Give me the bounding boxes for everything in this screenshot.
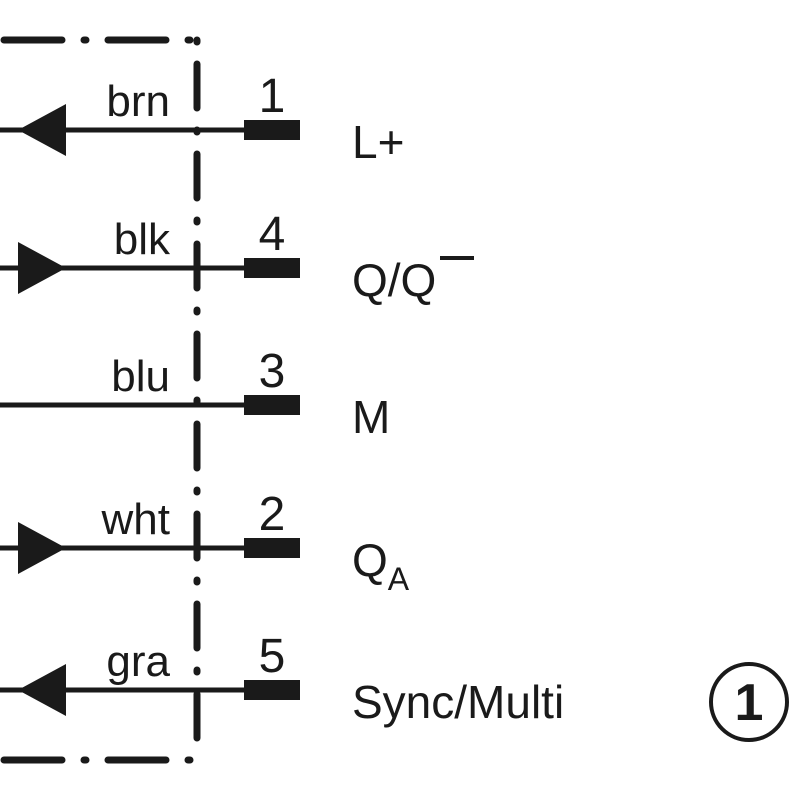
wire-color-label: blu bbox=[111, 352, 170, 401]
pin-terminal bbox=[244, 395, 300, 415]
wire-color-label: gra bbox=[106, 637, 170, 686]
wire-color-label: wht bbox=[101, 495, 170, 544]
signal-main: L+ bbox=[352, 116, 404, 168]
arrow-right-icon bbox=[18, 522, 66, 574]
pin-terminal bbox=[244, 680, 300, 700]
arrow-left-icon bbox=[18, 664, 66, 716]
signal-name: QA bbox=[352, 534, 410, 597]
wire-row-1: brn 1L+ bbox=[0, 70, 404, 168]
wire-row-3: blu 3M bbox=[0, 345, 390, 443]
pin-terminal bbox=[244, 538, 300, 558]
pin-number: 1 bbox=[259, 70, 286, 123]
pin-number: 4 bbox=[259, 208, 286, 261]
wire-row-2: wht 2QA bbox=[0, 488, 410, 597]
signal-name: L+ bbox=[352, 116, 404, 168]
pin-number: 5 bbox=[259, 630, 286, 683]
pin-terminal bbox=[244, 120, 300, 140]
signal-main: Q/Q bbox=[352, 254, 436, 306]
pin-number: 3 bbox=[259, 345, 286, 398]
signal-name: Sync/Multi bbox=[352, 676, 564, 728]
signal-main: M bbox=[352, 391, 390, 443]
arrow-left-icon bbox=[18, 104, 66, 156]
wire-color-label: blk bbox=[114, 215, 171, 264]
pin-terminal bbox=[244, 258, 300, 278]
signal-name: M bbox=[352, 391, 390, 443]
footnote-number: 1 bbox=[735, 674, 764, 732]
arrow-right-icon bbox=[18, 242, 66, 294]
signal-main: Sync/Multi bbox=[352, 676, 564, 728]
wire-color-label: brn bbox=[106, 77, 170, 126]
signal-main: Q bbox=[352, 534, 388, 586]
wire-row-4: blk 4Q/Q bbox=[0, 208, 474, 306]
signal-subscript: A bbox=[388, 561, 410, 597]
footnote-marker-icon: 1 bbox=[709, 662, 789, 742]
signal-name: Q/Q bbox=[352, 254, 436, 306]
device-boundary bbox=[0, 36, 201, 764]
pin-number: 2 bbox=[259, 488, 286, 541]
